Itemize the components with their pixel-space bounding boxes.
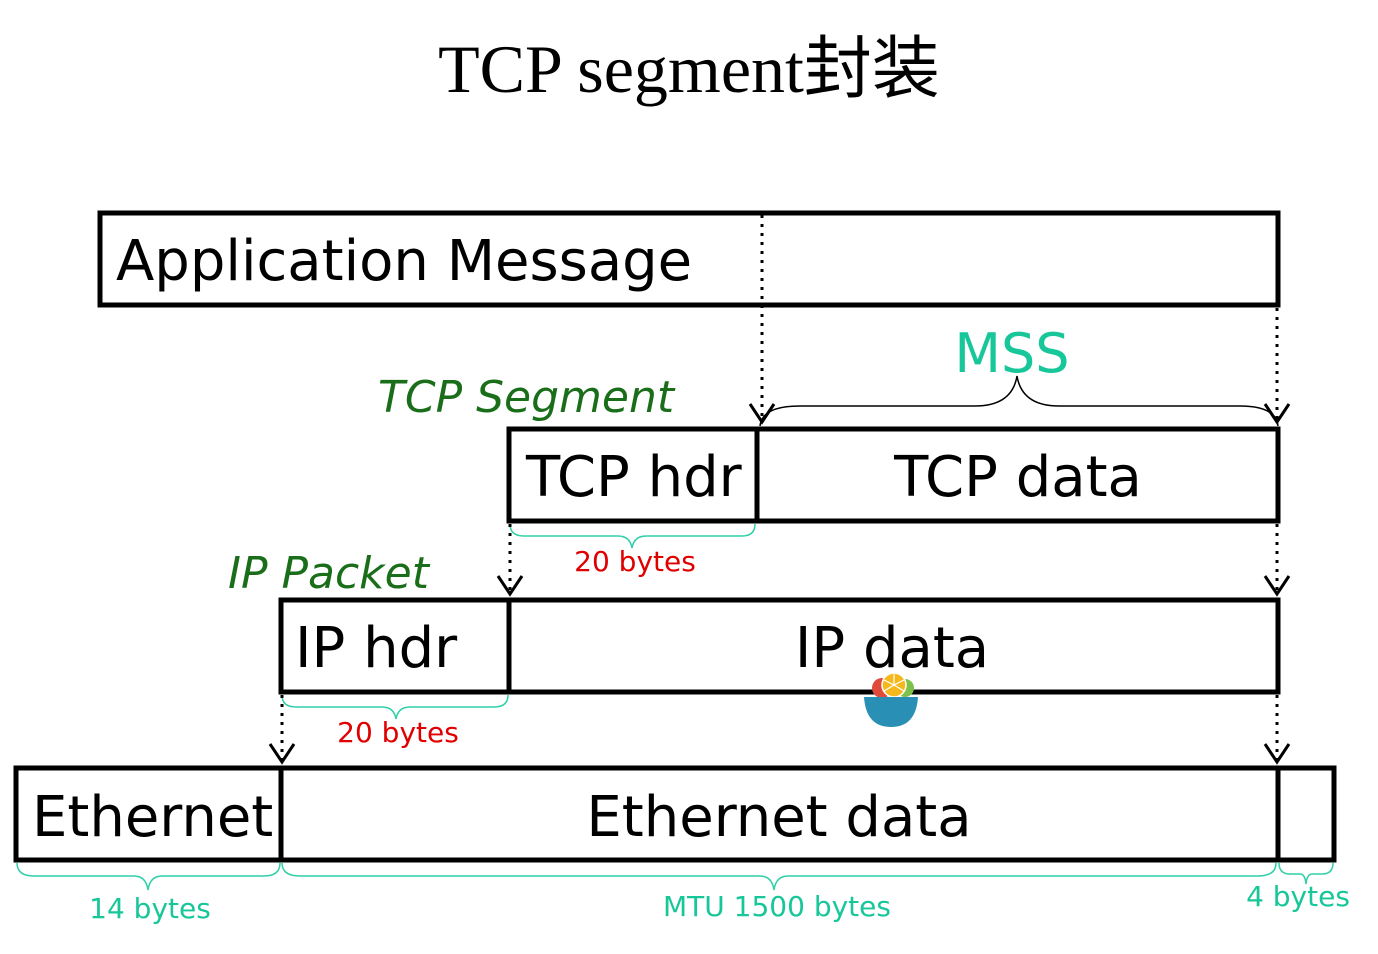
tcp-segment-box [506, 426, 1281, 524]
tcp-hdr-label: TCP hdr [525, 445, 743, 510]
arrow-head-tcp-right [1263, 575, 1291, 597]
mtu-size-brace [281, 862, 1277, 891]
ip-hdr-size-label: 20 bytes [337, 716, 459, 749]
ethernet-hdr-size-label: 14 bytes [89, 892, 211, 925]
arrow-head-ip-right [1263, 743, 1291, 765]
tcp-hdr-size-brace [509, 523, 756, 549]
tcp-segment-label: TCP Segment [378, 372, 676, 423]
fruit-bowl-icon [864, 672, 918, 727]
mss-label: MSS [954, 322, 1069, 385]
tcp-hdr-size-label: 20 bytes [574, 545, 696, 578]
ip-hdr-label: IP hdr [295, 616, 458, 681]
ip-packet-box [278, 597, 1281, 695]
application-message-box [97, 210, 1281, 308]
tcp-data-label: TCP data [893, 445, 1142, 510]
arrow-head-app-right [1263, 403, 1291, 425]
ethernet-frame-box [13, 765, 1337, 863]
page-title: TCP segment封装 [438, 31, 940, 107]
arrow-head-tcp-left [496, 575, 524, 597]
ip-hdr-size-brace [281, 694, 509, 720]
ethernet-data-label: Ethernet data [586, 785, 971, 850]
application-message-label: Application Message [116, 229, 692, 294]
trailer-size-brace [1278, 862, 1334, 885]
ip-packet-label: IP Packet [228, 548, 431, 599]
arrow-head-ip-left [268, 743, 296, 765]
trailer-size-label: 4 bytes [1246, 880, 1350, 913]
ethernet-hdr-size-brace [16, 862, 281, 891]
mtu-size-label: MTU 1500 bytes [663, 890, 891, 923]
ip-data-label: IP data [795, 616, 989, 681]
ethernet-hdr-label: Ethernet [32, 785, 273, 850]
arrow-head-app-left [748, 403, 776, 425]
mss-brace [759, 375, 1279, 427]
